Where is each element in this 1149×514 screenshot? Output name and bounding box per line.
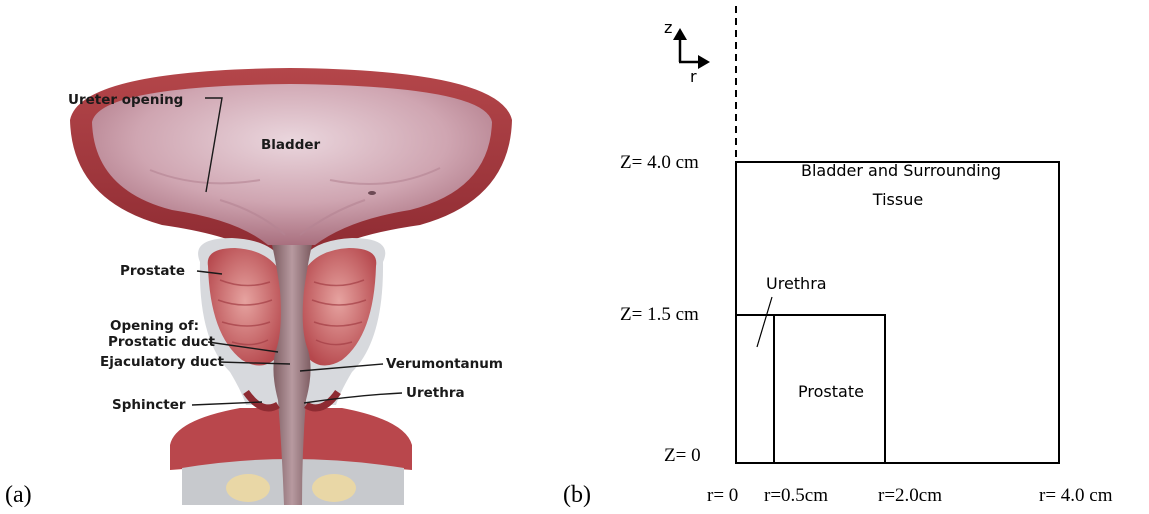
z-tick-0: Z= 0 [664,445,701,466]
panel-b-schematic: z r Bladder and Surrounding Tissue Ureth… [620,6,1113,506]
label-ureter-opening: Ureter opening [68,92,183,108]
z-arrow-head [673,28,687,40]
bone-right [312,474,356,502]
panel-b-letter: (b) [563,482,591,509]
r-axis-symbol: r [690,67,697,86]
label-bladder: Bladder [261,137,321,153]
label-bladder-tissue-2: Tissue [872,190,923,209]
label-urethra-b: Urethra [766,274,827,293]
r-tick-2cm: r=2.0cm [878,485,942,506]
label-prostate: Prostate [120,263,185,279]
z-tick-4cm: Z= 4.0 cm [620,152,699,173]
label-sphincter: Sphincter [112,397,186,413]
label-bladder-tissue-1: Bladder and Surrounding [801,161,1001,180]
label-urethra-a: Urethra [406,385,465,401]
ureter-orifice-right [368,191,376,195]
panel-a-illustration [70,68,512,505]
label-opening-of: Opening of: [110,318,199,334]
label-prostatic-duct: Prostatic duct [108,334,215,350]
label-prostate-b: Prostate [798,382,864,401]
z-tick-1-5cm: Z= 1.5 cm [620,304,699,325]
z-axis-symbol: z [664,18,672,37]
r-tick-0: r= 0 [707,485,738,506]
bone-left [226,474,270,502]
r-arrow-head [698,55,710,69]
r-tick-4cm: r= 4.0 cm [1039,485,1113,506]
label-ejaculatory-duct: Ejaculatory duct [100,354,224,370]
r-tick-0-5cm: r=0.5cm [764,485,828,506]
urethra-pointer [757,297,772,347]
panel-a-letter: (a) [5,482,32,509]
label-verumontanum: Verumontanum [386,356,503,372]
